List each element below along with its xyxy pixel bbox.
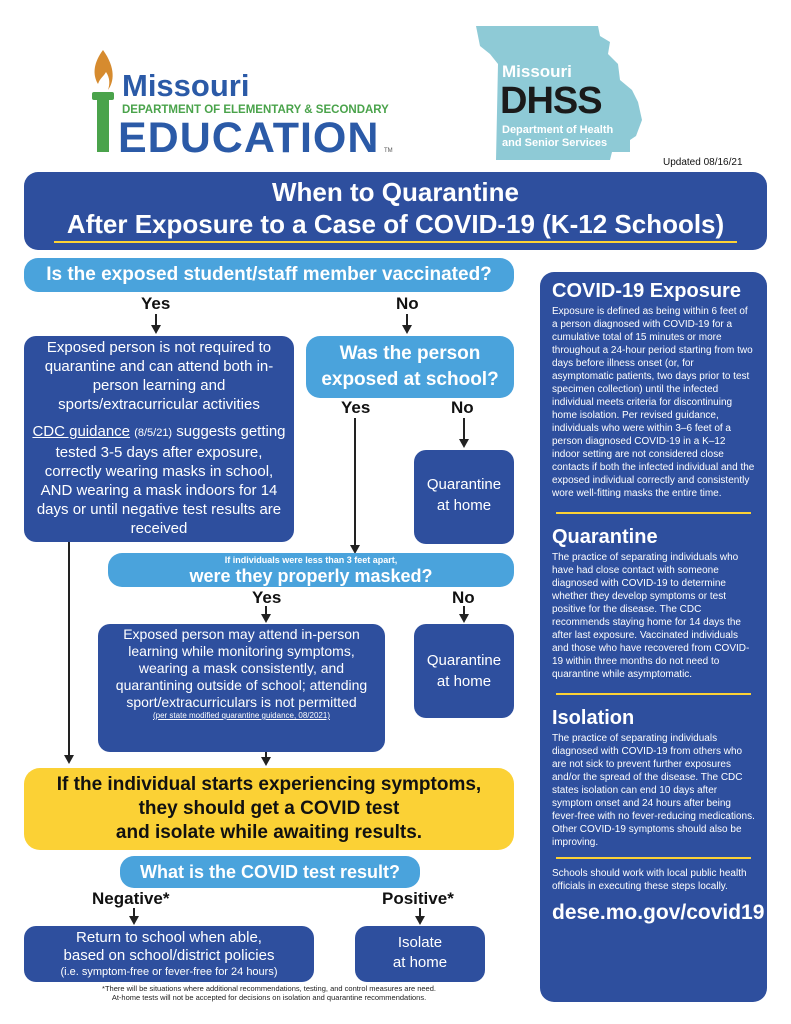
question-vaccinated: Is the exposed student/staff member vacc… [24, 258, 514, 292]
arrow-line [419, 908, 421, 918]
arrow-line [68, 542, 70, 756]
cdc-guidance-date: (8/5/21) [134, 427, 173, 439]
masked-yes-result-box: Exposed person may attend in-person lear… [98, 624, 385, 752]
arrow-head [64, 755, 74, 764]
negative-result-box: Return to school when able, based on sch… [24, 926, 314, 982]
arrow-head [459, 614, 469, 623]
positive-result-box: Isolate at home [355, 926, 485, 982]
updated-date: Updated 08/16/21 [663, 157, 743, 168]
quarantine-home-box-2: Quarantine at home [414, 624, 514, 718]
title-line1: When to Quarantine [272, 177, 519, 207]
arrow-line [155, 314, 157, 326]
torch-icon [92, 50, 114, 152]
guidance-note: (per state modified quarantine guidance,… [152, 711, 330, 720]
symptoms-line2: they should get a COVID test [138, 798, 400, 819]
dhss-sub-line1: Department of Health [502, 124, 614, 136]
footnote: *There will be situations where addition… [24, 984, 514, 1002]
arrow-head [459, 439, 469, 448]
arrow-head [151, 325, 161, 334]
dhss-sub-line2: and Senior Services [502, 137, 608, 149]
q1-no-label: No [396, 294, 419, 313]
q2-yes-label: Yes [341, 398, 371, 417]
exposure-heading: COVID-19 Exposure [552, 280, 741, 302]
question-exposed-at-school: Was the person exposed at school? [306, 336, 514, 398]
quarantine-heading: Quarantine [552, 526, 658, 548]
title-underline [54, 241, 737, 243]
q3-yes-label: Yes [252, 588, 282, 607]
footnote-line2: At-home tests will not be accepted for d… [111, 993, 427, 1002]
local-health-note: Schools should work with local public he… [552, 868, 747, 892]
negative-result-line1: Return to school when able, [76, 929, 262, 946]
quarantine-definition: The practice of separating individuals w… [552, 552, 750, 680]
positive-result-line2: at home [392, 954, 448, 971]
missouri-map-icon [476, 26, 642, 160]
question-vaccinated-text: Is the exposed student/staff member vacc… [46, 264, 492, 285]
quarantine-home-text-1: Quarantine at home [426, 476, 502, 514]
title-line2: After Exposure to a Case of COVID-19 (K-… [66, 209, 725, 239]
question-properly-masked: If individuals were less than 3 feet apa… [108, 553, 514, 587]
exposure-definition: Exposure is defined as being within 6 fe… [552, 306, 755, 499]
arrow-head [261, 614, 271, 623]
cdc-guidance-body: suggests getting tested 3-5 days after e… [36, 423, 286, 537]
arrow-head [402, 325, 412, 334]
symptoms-instruction-box: If the individual starts experiencing sy… [24, 768, 514, 850]
arrow-head [129, 916, 139, 925]
question-exposed-at-school-text: Was the person exposed at school? [321, 343, 499, 390]
isolation-heading: Isolation [552, 707, 635, 729]
dhss-logo: Missouri DHSS Department of Health and S… [470, 24, 650, 164]
definitions-sidebar: COVID-19 Exposure Exposure is defined as… [540, 272, 767, 1002]
dhss-state-name: Missouri [502, 62, 572, 81]
q3-no-label: No [452, 588, 475, 607]
arrow-line [463, 418, 465, 440]
positive-label: Positive* [382, 889, 454, 908]
dese-trademark: TM [384, 148, 393, 154]
quarantine-home-box-1: Quarantine at home [414, 450, 514, 544]
sidebar-divider [556, 512, 751, 514]
arrow-line [265, 606, 267, 616]
q1-yes-label: Yes [141, 294, 171, 313]
vaccinated-result-box: Exposed person is not required to quaran… [24, 336, 294, 542]
arrow-line [354, 418, 356, 546]
question-masked-text: were they properly masked? [189, 566, 433, 586]
negative-result-line3: (i.e. symptom-free or fever-free for 24 … [60, 966, 278, 978]
arrow-line [265, 752, 267, 758]
dese-logo: Missouri DEPARTMENT OF ELEMENTARY & SECO… [88, 48, 398, 162]
arrow-head [350, 545, 360, 554]
quarantine-home-text-2: Quarantine at home [426, 652, 502, 690]
sidebar-divider [556, 693, 751, 695]
arrow-head [261, 757, 271, 766]
arrow-line [463, 606, 465, 616]
resource-url[interactable]: dese.mo.gov/covid19 [552, 901, 765, 924]
symptoms-line1: If the individual starts experiencing sy… [56, 774, 482, 795]
symptoms-line3: and isolate while awaiting results. [115, 822, 423, 843]
q2-no-label: No [451, 398, 474, 417]
question-test-result-text: What is the COVID test result? [139, 862, 401, 882]
title-banner: When to Quarantine After Exposure to a C… [24, 172, 767, 250]
arrow-line [406, 314, 408, 326]
cdc-guidance-link[interactable]: CDC guidance [32, 423, 131, 440]
dese-state-name: Missouri [122, 68, 250, 103]
dhss-main-name: DHSS [500, 80, 603, 122]
cdc-guidance-text: CDC guidance (8/5/21) suggests getting t… [32, 422, 286, 538]
question-masked-subtext: If individuals were less than 3 feet apa… [224, 555, 398, 565]
arrow-line [133, 908, 135, 918]
dese-dept-name: DEPARTMENT OF ELEMENTARY & SECONDARY [122, 104, 389, 116]
sidebar-divider [556, 857, 751, 859]
positive-result-line1: Isolate [397, 934, 443, 951]
vaccinated-result-text: Exposed person is not required to quaran… [44, 339, 274, 413]
isolation-definition: The practice of separating individuals d… [552, 733, 755, 848]
question-test-result: What is the COVID test result? [120, 856, 420, 888]
negative-result-line2: based on school/district policies [63, 947, 275, 964]
arrow-head [415, 916, 425, 925]
masked-yes-result-text: Exposed person may attend in-person lear… [115, 626, 368, 710]
negative-label: Negative* [92, 889, 170, 908]
dese-main-name: EDUCATION [118, 114, 380, 162]
footnote-line1: *There will be situations where addition… [102, 984, 436, 993]
